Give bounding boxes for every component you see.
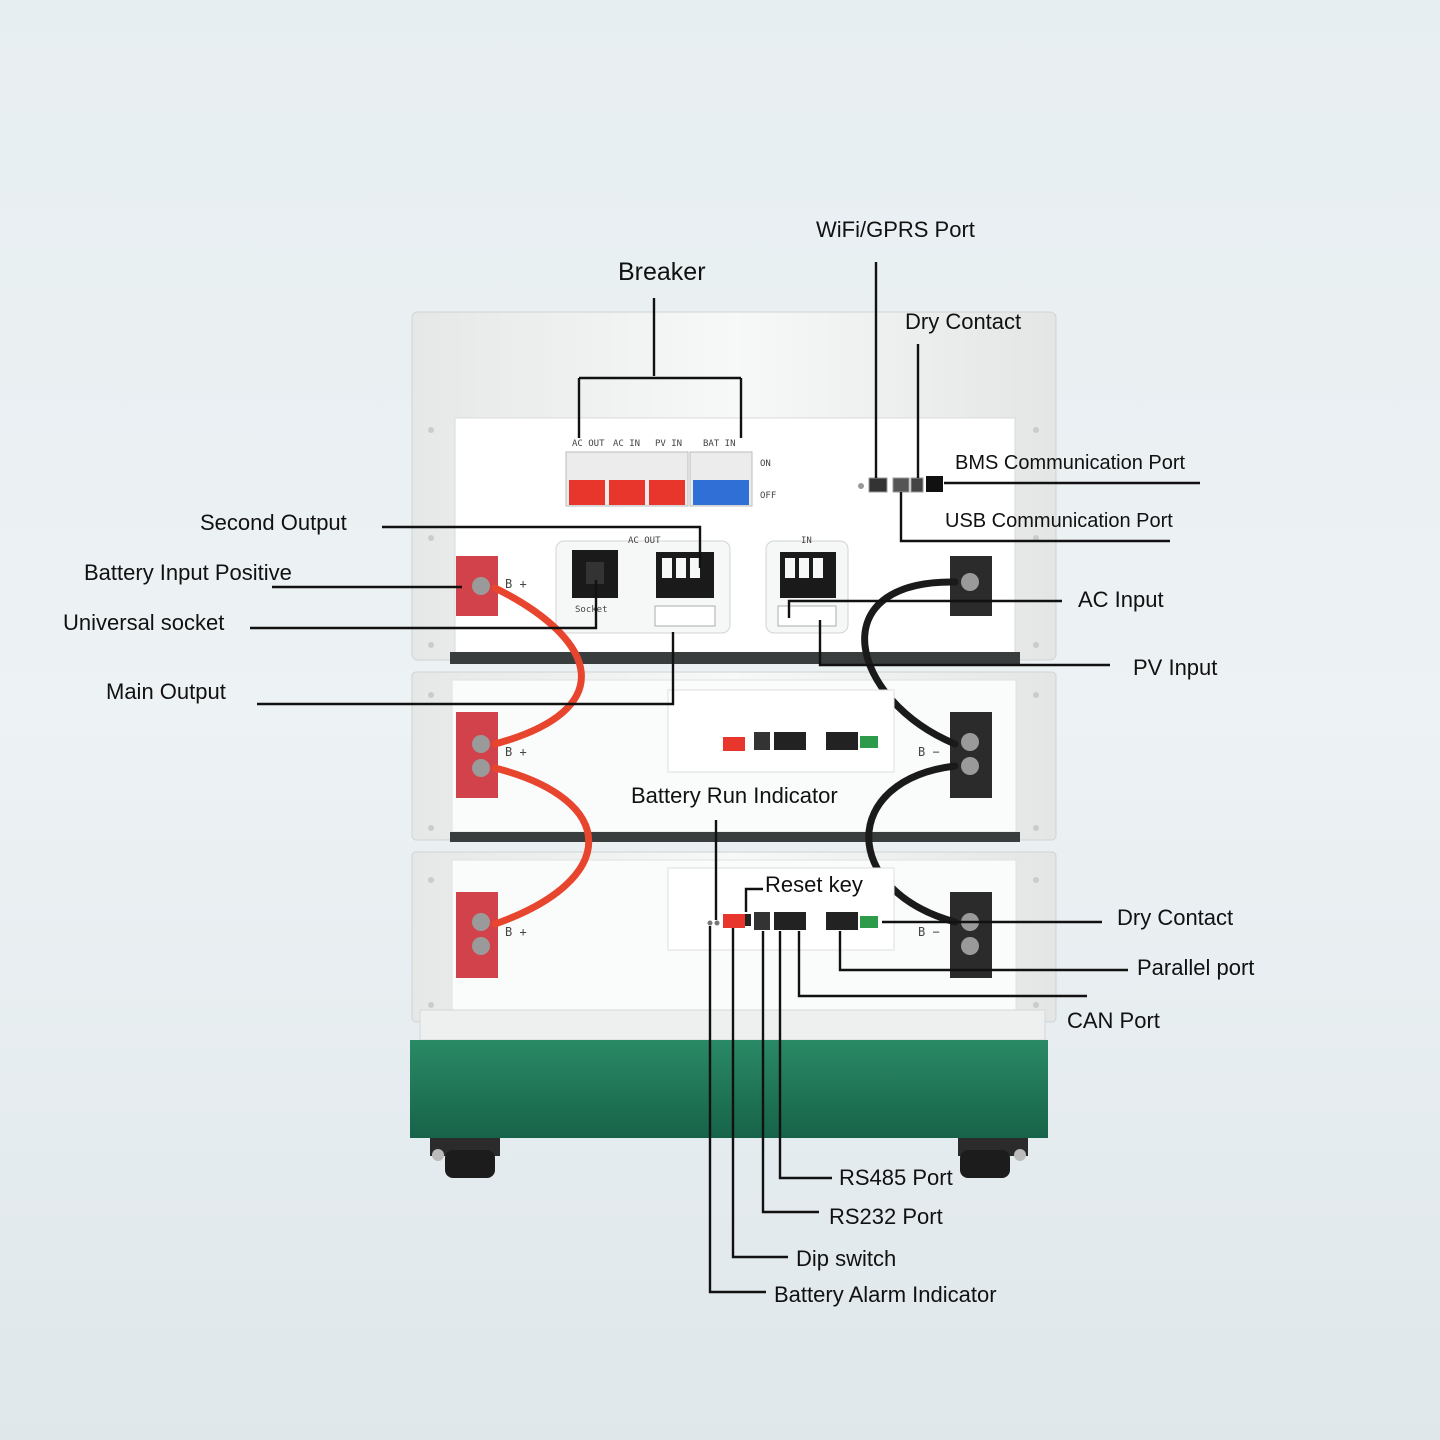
breaker-off-text: OFF — [760, 491, 776, 501]
socket-text: Socket — [575, 605, 608, 615]
b-minus-text-2: B − — [918, 745, 940, 759]
b-plus-text-2: B + — [505, 745, 527, 759]
battery-run-led — [714, 920, 720, 926]
dry-contact-port-top[interactable] — [910, 477, 924, 493]
breaker-ac-out[interactable] — [569, 480, 605, 505]
breaker-bat-in-text: BAT IN — [703, 439, 736, 449]
label-rs232-port: RS232 Port — [829, 1204, 943, 1229]
bms-communication-port[interactable] — [926, 476, 943, 492]
ac-out-box-text: AC OUT — [628, 536, 661, 546]
terminal-negative-2[interactable] — [950, 712, 992, 798]
terminal-positive-2[interactable] — [456, 712, 498, 798]
universal-socket-line — [250, 580, 598, 630]
label-rs485-port: RS485 Port — [839, 1165, 953, 1190]
breaker-bat-in[interactable] — [693, 480, 749, 505]
label-ac-input: AC Input — [1078, 587, 1164, 612]
dry-contact-port-bottom[interactable] — [860, 916, 878, 928]
breaker-on-text: ON — [760, 459, 771, 469]
rs232-port[interactable] — [754, 912, 770, 930]
wifi-gprs-port[interactable] — [868, 477, 888, 493]
b-minus-text-3: B − — [918, 925, 940, 939]
terminal-negative-3[interactable] — [950, 892, 992, 978]
dip-switch[interactable] — [723, 914, 745, 928]
breaker-ac-in-text: AC IN — [613, 439, 640, 449]
label-dry-contact-top: Dry Contact — [905, 309, 1022, 334]
breaker-panel: AC OUT AC IN PV IN BAT IN ON OFF — [565, 439, 776, 507]
label-dip-switch: Dip switch — [796, 1246, 897, 1271]
ac-input-line — [787, 599, 1062, 618]
label-battery-input-positive: Battery Input Positive — [84, 560, 292, 585]
rs485-can-port[interactable] — [774, 912, 806, 930]
label-usb-communication-port: USB Communication Port — [945, 510, 1173, 532]
callout-lines — [250, 262, 1200, 1294]
label-second-output: Second Output — [200, 510, 347, 535]
label-breaker: Breaker — [618, 258, 706, 286]
terminal-positive-3[interactable] — [456, 892, 498, 978]
label-dry-contact-bottom: Dry Contact — [1117, 905, 1234, 930]
battery-alarm-led — [707, 920, 713, 926]
label-reset-key: Reset key — [765, 872, 863, 897]
rs232-line — [761, 931, 819, 1214]
in-box-text: IN — [801, 536, 812, 546]
b-plus-text-3: B + — [505, 925, 527, 939]
label-parallel-port: Parallel port — [1137, 955, 1255, 980]
pv-input-line — [818, 620, 1110, 667]
input-box: IN — [765, 536, 849, 634]
parallel-port[interactable] — [826, 912, 858, 930]
label-main-output: Main Output — [106, 679, 226, 704]
cables — [491, 578, 959, 928]
breaker-line — [577, 298, 743, 438]
reset-key[interactable] — [745, 914, 751, 926]
top-comm-ports — [858, 476, 943, 493]
reset-key-line — [744, 887, 763, 912]
red-cable-2 — [491, 764, 592, 928]
label-battery-alarm-indicator: Battery Alarm Indicator — [774, 1282, 997, 1307]
label-pv-input: PV Input — [1133, 655, 1218, 680]
breaker-pv-in[interactable] — [649, 480, 685, 505]
parallel-port-line — [838, 931, 1128, 972]
label-wifi-gprs-port: WiFi/GPRS Port — [816, 217, 975, 242]
battery-terminals-right: B − B − — [918, 556, 992, 978]
label-bms-communication-port: BMS Communication Port — [955, 452, 1186, 474]
breaker-ac-out-text: AC OUT — [572, 439, 605, 449]
second-output-line — [382, 525, 702, 568]
b-plus-text-1: B + — [505, 577, 527, 591]
ac-out-box: AC OUT Socket — [555, 536, 731, 634]
usb-line — [899, 492, 1170, 543]
battery-terminals-left: B + B + B + — [456, 556, 527, 978]
cabinet-base — [410, 1040, 1048, 1138]
usb-communication-port[interactable] — [892, 477, 910, 493]
dip-switch-line — [731, 928, 788, 1259]
label-can-port: CAN Port — [1067, 1008, 1160, 1033]
main-output-line — [257, 632, 675, 706]
battery-alarm-line — [708, 926, 766, 1294]
battery-control-panel-1 — [667, 689, 895, 773]
label-battery-run-indicator: Battery Run Indicator — [631, 783, 838, 808]
rs485-line — [778, 931, 832, 1180]
black-cable-1 — [861, 578, 959, 748]
can-port-line — [797, 931, 1087, 998]
caster-wheels — [430, 1138, 1028, 1178]
breaker-ac-in[interactable] — [609, 480, 645, 505]
black-cable-2 — [865, 762, 959, 926]
breaker-pv-in-text: PV IN — [655, 439, 682, 449]
label-universal-socket: Universal socket — [63, 610, 225, 635]
red-cable-1 — [491, 584, 585, 748]
